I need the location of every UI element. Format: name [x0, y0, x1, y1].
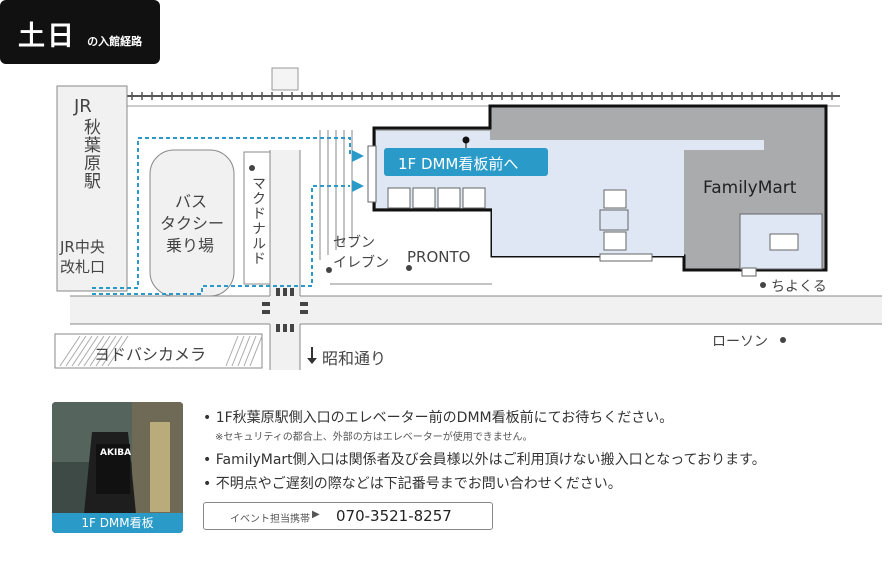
bus-label-3: 乗り場 — [166, 236, 215, 255]
info-bullet-2: • FamilyMart側入口は関係者及び会員様以外はご利用頂けない搬入口となっ… — [203, 452, 766, 468]
jr-gate-line1: JR中央 — [60, 238, 105, 256]
phone-box: イベント担当携帯 ▶ 070-3521-8257 — [203, 502, 493, 530]
dmm-sign-callout — [384, 148, 548, 176]
showa-dori-road — [270, 150, 300, 370]
info-bullet-2-text: FamilyMart側入口は関係者及び会員様以外はご利用頂けない搬入口となってお… — [215, 452, 766, 468]
familymart-label: FamilyMart — [703, 178, 797, 198]
bus-label-2: タクシー — [160, 214, 225, 233]
main-road — [70, 296, 882, 324]
pronto-label: PRONTO — [407, 248, 471, 266]
lawson-label: ローソン — [712, 334, 768, 350]
route-path — [92, 137, 351, 295]
sign-photo-image — [52, 402, 183, 533]
seven-label-1: セブン — [333, 235, 375, 251]
mcdonalds-label: マクドナルド — [250, 176, 266, 266]
chiyokuru-label: ちよくる — [771, 279, 827, 295]
sign-photo-text: AKIBA — [100, 448, 132, 458]
access-map — [54, 67, 882, 370]
play-icon: ▶ — [312, 509, 320, 520]
photo-caption: 1F DMM看板 — [52, 513, 183, 533]
jr-label: JR — [74, 96, 92, 117]
info-bullet-3-text: 不明点やご遅刻の際などは下記番号までお問い合わせください。 — [215, 476, 622, 492]
title-route: の入館経路 — [87, 35, 143, 48]
title-days: 土日 — [18, 21, 76, 52]
info-bullet-3: • 不明点やご遅刻の際などは下記番号までお問い合わせください。 — [203, 476, 622, 492]
jr-station-block — [56, 85, 128, 292]
sign-photo: AKIBA 1F DMM看板 — [52, 402, 183, 533]
seven-label-2: イレブン — [333, 255, 389, 271]
mcdonalds-block — [243, 151, 271, 285]
phone-number: 070-3521-8257 — [336, 507, 452, 525]
jr-gate-line2: 改札口 — [60, 258, 106, 276]
info-note-1: ※セキュリティの都合上、外部の方はエレベーターが使用できません。 — [215, 432, 533, 443]
yodobashi-label: ヨドバシカメラ — [94, 345, 207, 364]
showa-dori-label: 昭和通り — [322, 349, 387, 368]
dmm-sign-label: 1F DMM看板前へ — [398, 155, 519, 173]
info-bullet-1: • 1F秋葉原駅側入口のエレベーター前のDMM看板前にてお待ちください。 — [203, 410, 674, 426]
phone-label: イベント担当携帯 — [230, 514, 310, 525]
bus-taxi-pool — [149, 149, 235, 297]
title-banner: 土日 の入館経路 — [0, 0, 160, 64]
info-bullet-1-text: 1F秋葉原駅側入口のエレベーター前のDMM看板前にてお待ちください。 — [215, 410, 674, 426]
station-label: 秋葉原駅 — [80, 118, 100, 190]
bus-label-1: バス — [175, 192, 208, 211]
